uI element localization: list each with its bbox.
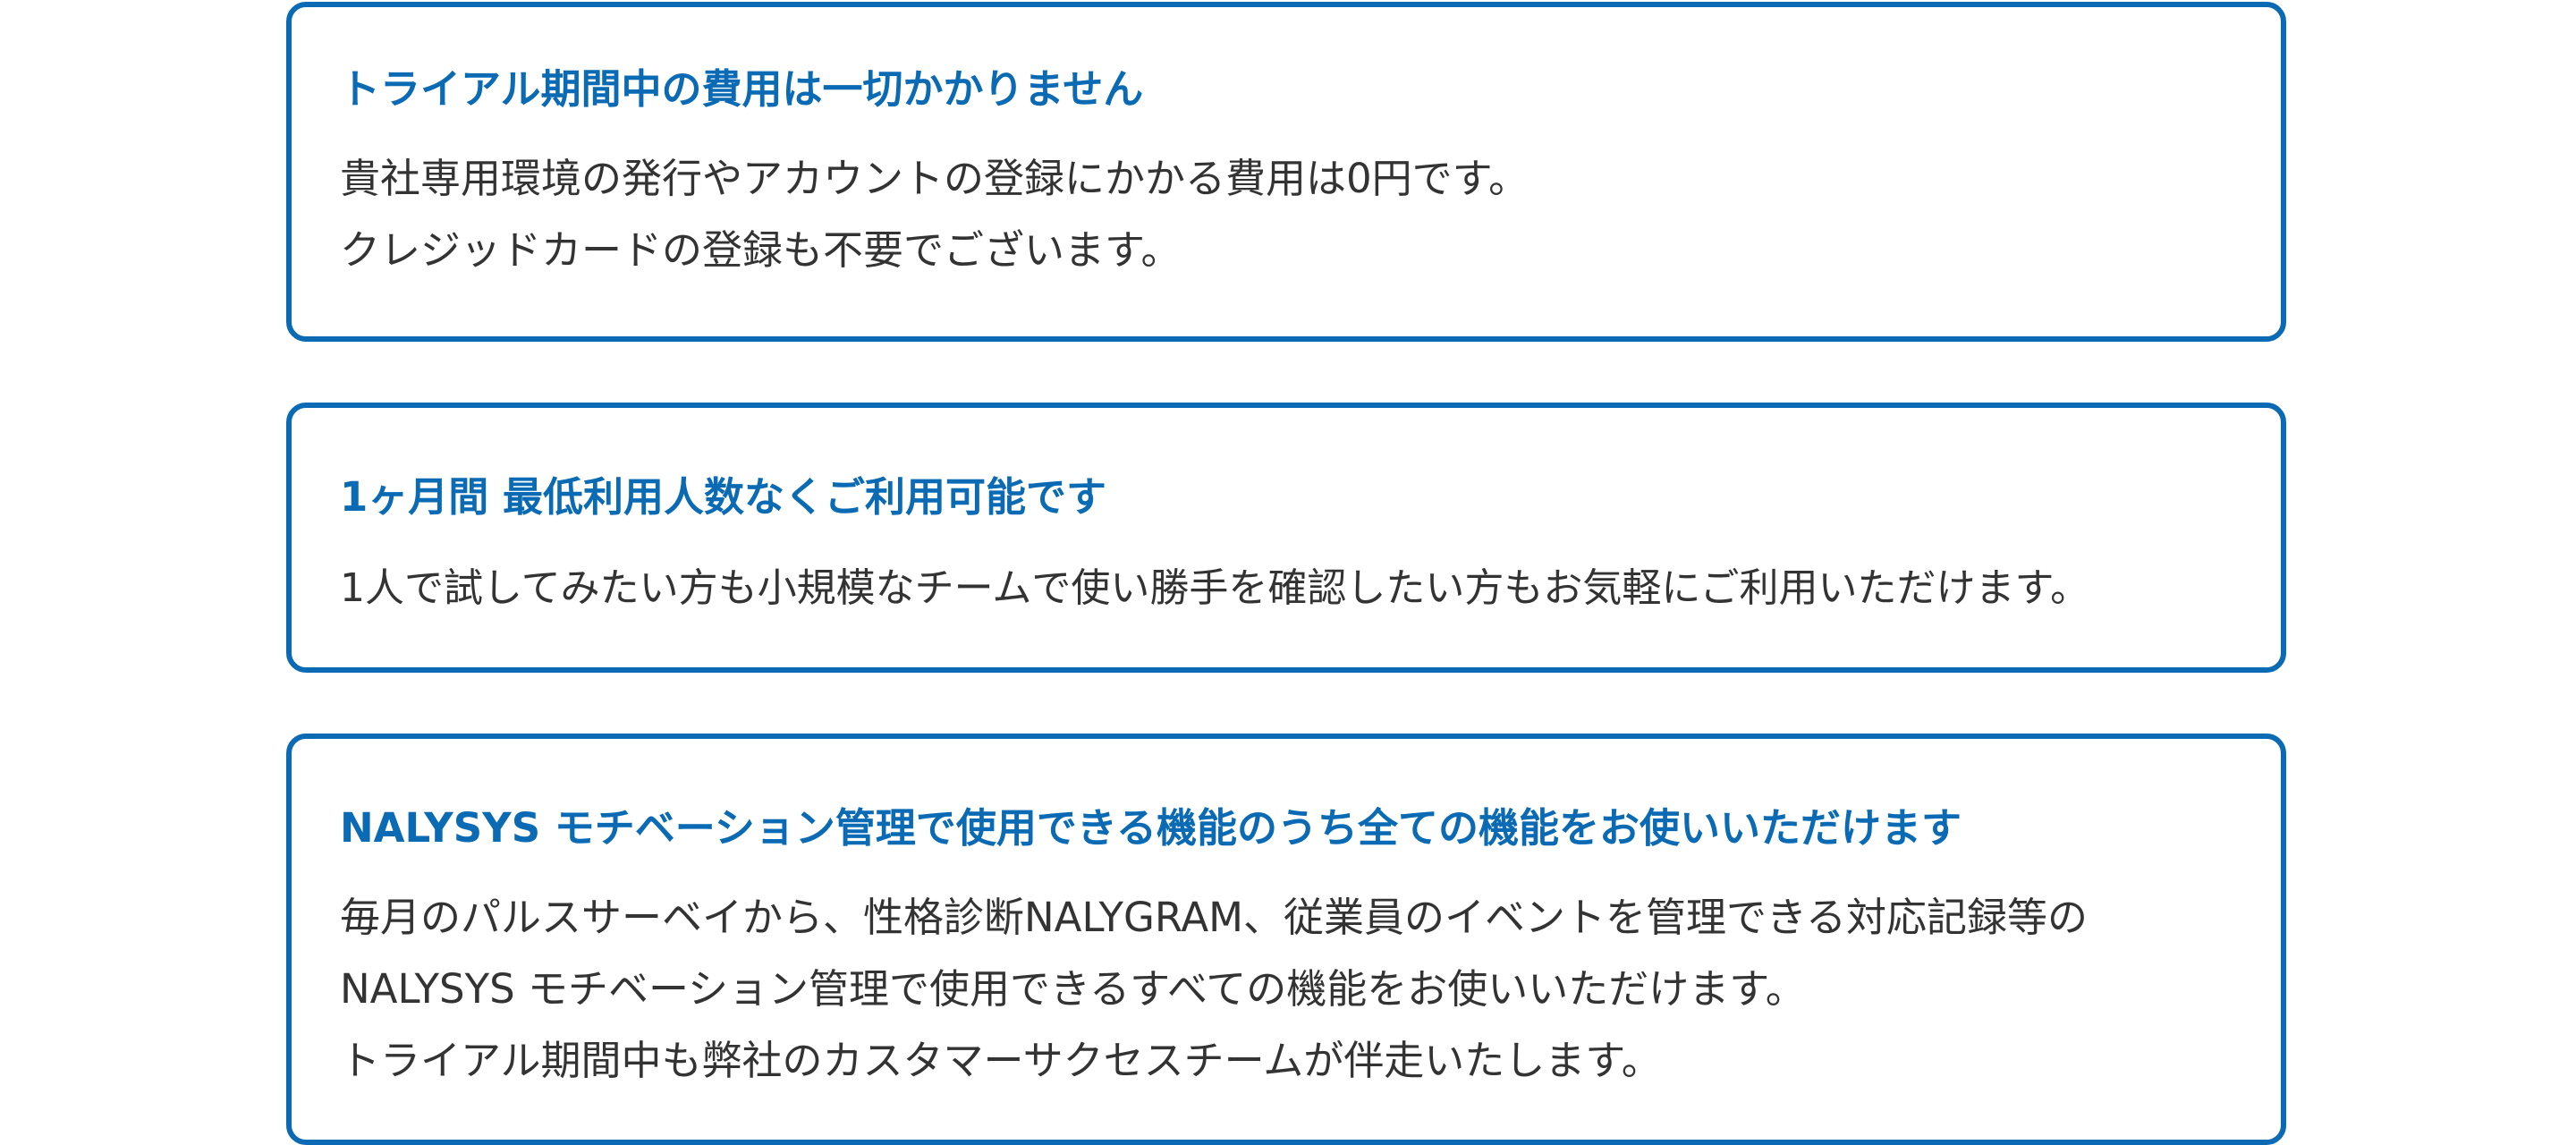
card-body-no-cost: 貴社専用環境の発行やアカウントの登録にかかる費用は0円です。 クレジッドカードの…	[340, 143, 2233, 286]
card-body-all-features: 毎月のパルスサーベイから、性格診断NALYGRAM、従業員のイベントを管理できる…	[340, 882, 2233, 1097]
feature-card-no-minimum: 1ヶ月間 最低利用人数なくご利用可能です 1人で試してみたい方も小規模なチームで…	[286, 403, 2286, 673]
card-title-no-cost: トライアル期間中の費用は一切かかりません	[340, 65, 1144, 113]
feature-card-all-features: NALYSYS モチベーション管理で使用できる機能のうち全ての機能をお使いいただ…	[286, 734, 2286, 1145]
card-body-line: クレジッドカードの登録も不要でございます。	[340, 226, 1182, 274]
card-body-line: NALYSYS モチベーション管理で使用できるすべての機能をお使いいただけます。	[340, 965, 1806, 1013]
card-body-line: 毎月のパルスサーベイから、性格診断NALYGRAM、従業員のイベントを管理できる…	[340, 894, 2089, 941]
card-body-line: 1人で試してみたい方も小規模なチームで使い勝手を確認したい方もお気軽にご利用いた…	[340, 565, 2090, 611]
card-title-no-minimum: 1ヶ月間 最低利用人数なくご利用可能です	[340, 473, 1106, 521]
card-body-line: トライアル期間中も弊社のカスタマーサクセスチームが伴走いたします。	[340, 1037, 1662, 1084]
card-title-all-features: NALYSYS モチベーション管理で使用できる機能のうち全ての機能をお使いいただ…	[340, 804, 1962, 852]
card-body-line: 貴社専用環境の発行やアカウントの登録にかかる費用は0円です。	[340, 155, 1530, 202]
feature-card-no-cost: トライアル期間中の費用は一切かかりません 貴社専用環境の発行やアカウントの登録に…	[286, 2, 2286, 342]
card-body-no-minimum: 1人で試してみたい方も小規模なチームで使い勝手を確認したい方もお気軽にご利用いた…	[340, 553, 2233, 624]
